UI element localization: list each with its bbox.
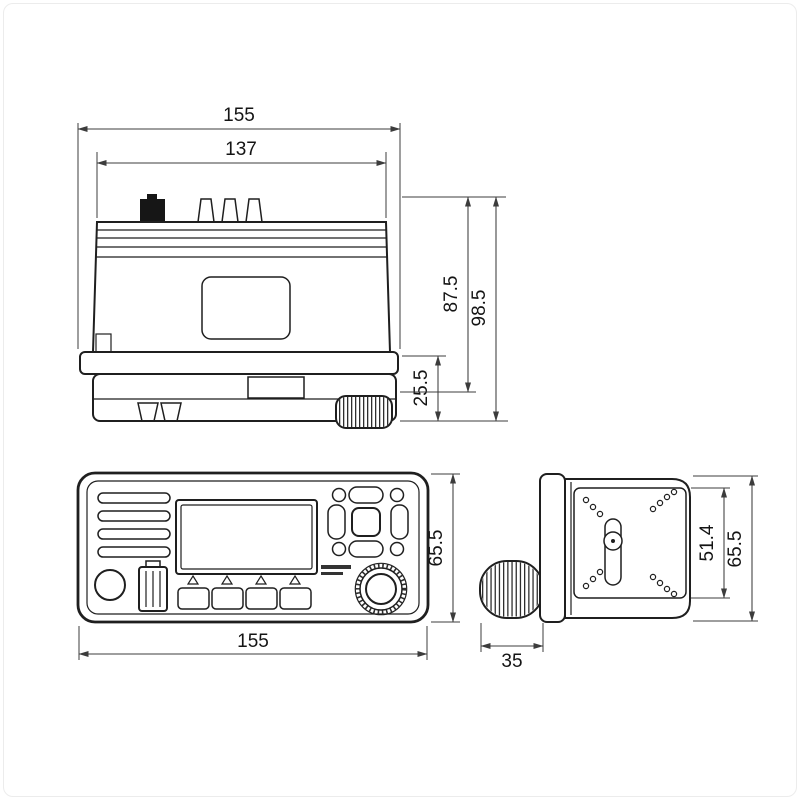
ratchet-hole (656, 499, 664, 507)
front-bezel-inner (86, 480, 420, 615)
dim-top-chassis-width: 137 (96, 139, 387, 218)
brand-text-line (321, 572, 343, 575)
ratchet-hole (596, 510, 604, 518)
corner-button[interactable] (331, 487, 347, 503)
front-view: 65.5 155 (76, 471, 460, 660)
lcd-display-inner (180, 504, 313, 570)
dim-side-bracket-height: 51.4 (691, 487, 730, 599)
dim-label-top-overall-width: 155 (223, 105, 255, 126)
rear-connector-stub (245, 198, 263, 223)
ratchet-hole (582, 582, 590, 590)
chassis-outline (91, 221, 392, 353)
antenna-connector (140, 199, 165, 223)
ratchet-hole (663, 585, 671, 593)
grille-slot (97, 546, 171, 558)
softkey-triangle (254, 574, 268, 585)
mic-holder (138, 560, 168, 612)
knob-knurl-texture (355, 563, 407, 615)
mic-hanger-tab (160, 402, 182, 422)
antenna-stem (147, 194, 157, 200)
front-bezel-side (539, 473, 566, 623)
dim-side-overall-height: 65.5 (693, 475, 758, 622)
dpad-cluster (327, 486, 409, 558)
brand-text-line (321, 565, 351, 569)
ratchet-hole (589, 575, 597, 583)
front-bezel-outer (76, 471, 430, 624)
label-plate (201, 276, 291, 340)
top-view: 155 137 25.5 87.5 98.5 (77, 105, 508, 429)
rear-connector-stub (221, 198, 239, 223)
softkey-button[interactable] (177, 587, 210, 610)
dim-side-knob-depth: 35 (480, 623, 544, 672)
grille-slot (97, 510, 171, 522)
chassis-side (564, 478, 691, 619)
dim-front-height: 65.5 (426, 473, 460, 623)
dim-label-front-height: 65.5 (426, 530, 447, 567)
dim-label-top-body-depth: 87.5 (441, 276, 462, 313)
ratchet-hole (649, 573, 657, 581)
softkey-buttons (177, 587, 312, 610)
ratchet-hole (596, 568, 604, 576)
dpad-center-button[interactable] (351, 507, 381, 537)
ratchet-hole (582, 496, 590, 504)
softkey-button[interactable] (279, 587, 312, 610)
mounting-flange (79, 351, 399, 375)
bracket-plate (573, 487, 687, 599)
dim-top-front-depth: 25.5 (400, 355, 508, 422)
radio-top-body (79, 194, 399, 429)
dim-top-body-depth: 87.5 (400, 196, 506, 393)
softkey-triangle (186, 574, 200, 585)
dim-label-top-chassis-width: 137 (225, 139, 257, 160)
side-view: 51.4 65.5 35 (479, 473, 758, 672)
speaker-grille (97, 492, 171, 558)
ratchet-hole (670, 590, 678, 598)
dpad-down-button[interactable] (348, 540, 384, 558)
dim-label-side-knob-depth: 35 (501, 651, 522, 672)
speaker-housing (247, 376, 305, 399)
grille-slot (97, 528, 171, 540)
dim-label-side-overall-height: 65.5 (725, 531, 746, 568)
ratchet-hole (670, 488, 678, 496)
dpad-up-button[interactable] (348, 486, 384, 504)
dim-top-overall-depth: 98.5 (469, 196, 499, 422)
dpad-right-button[interactable] (390, 504, 409, 540)
softkey-triangle (288, 574, 302, 585)
knob-cap (365, 573, 397, 605)
ratchet-hole (589, 503, 597, 511)
dim-label-top-overall-depth: 98.5 (469, 290, 490, 327)
mic-holder-body (138, 566, 168, 612)
grille-slot (97, 492, 171, 504)
ratchet-hole (656, 579, 664, 587)
front-panel-top (92, 373, 397, 422)
dpad-left-button[interactable] (327, 504, 346, 540)
mic-hanger-tab (137, 402, 159, 422)
softkey-button[interactable] (211, 587, 244, 610)
mounting-bracket (573, 487, 687, 599)
softkey-button[interactable] (245, 587, 278, 610)
corner-button[interactable] (331, 541, 347, 557)
channel-knob-front[interactable] (354, 562, 408, 616)
ratchet-hole (649, 505, 657, 513)
radio-front-body (76, 471, 430, 624)
rear-connector-stub (197, 198, 215, 223)
corner-button[interactable] (389, 541, 405, 557)
dim-label-side-bracket-height: 51.4 (697, 524, 718, 561)
softkey-markers (186, 574, 302, 585)
ratchet-hole (663, 493, 671, 501)
round-button[interactable] (94, 569, 126, 601)
brand-text (321, 565, 351, 575)
dim-top-overall-width: 155 (77, 105, 401, 349)
lcd-display (175, 499, 318, 575)
bracket-screw-center (611, 539, 615, 543)
dim-front-width: 155 (78, 626, 428, 660)
softkey-triangle (220, 574, 234, 585)
corner-button[interactable] (389, 487, 405, 503)
dim-label-top-front-depth: 25.5 (411, 370, 432, 407)
bracket-slot (604, 518, 622, 586)
channel-knob-top (335, 395, 393, 429)
radio-side-body (479, 473, 691, 623)
bracket-ratchet-holes (582, 488, 678, 598)
dim-label-front-width: 155 (237, 631, 269, 652)
channel-knob-side (479, 560, 544, 619)
